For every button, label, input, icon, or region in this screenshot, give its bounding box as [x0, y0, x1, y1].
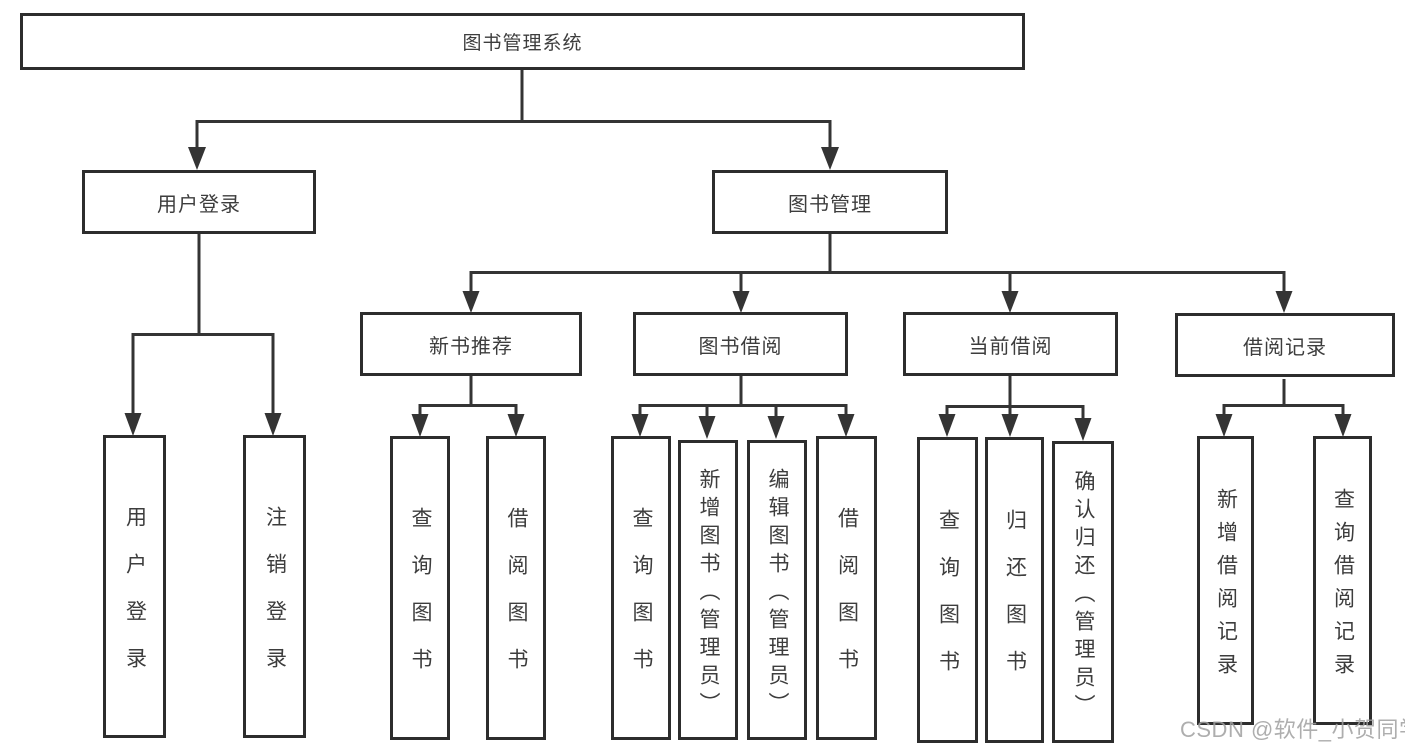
leaf-nb-borrow-book-label: 借阅图书: [505, 507, 528, 695]
node-book-borrow: 图书借阅: [633, 312, 848, 376]
node-book-mgmt-label: 图书管理: [788, 193, 872, 216]
connector-current-borrow: [938, 375, 1092, 441]
leaf-br-add-record: 新增借阅记录: [1197, 436, 1254, 725]
connector-user-login: [124, 233, 282, 436]
leaf-nb-borrow-book: 借阅图书: [486, 436, 546, 740]
node-new-book-rec: 新书推荐: [360, 312, 582, 376]
csdn-watermark: CSDN @软件_小贺同学: [1180, 717, 1405, 742]
leaf-bb-query-book: 查询图书: [611, 436, 671, 740]
leaf-bb-edit-book-label: 编辑图书（管理员）: [766, 467, 789, 720]
leaf-bb-borrow-book-label: 借阅图书: [835, 507, 859, 695]
leaf-logout: 注销登录: [243, 435, 306, 738]
leaf-logout-label: 注销登录: [263, 505, 287, 694]
node-book-borrow-label: 图书借阅: [698, 335, 783, 358]
leaf-bb-add-book: 新增图书（管理员）: [678, 440, 738, 740]
node-book-mgmt: 图书管理: [712, 170, 948, 234]
leaf-cb-query-book-label: 查询图书: [936, 509, 960, 697]
leaf-br-query-record-label: 查询借阅记录: [1331, 487, 1355, 686]
node-user-login-label: 用户登录: [157, 193, 241, 216]
connector-borrow-record: [1215, 379, 1352, 437]
leaf-bb-query-book-label: 查询图书: [630, 507, 653, 695]
leaf-user-login: 用户登录: [103, 435, 166, 738]
node-user-login: 用户登录: [82, 170, 316, 234]
node-new-book-rec-label: 新书推荐: [429, 335, 513, 358]
node-root: 图书管理系统: [20, 13, 1025, 70]
leaf-bb-edit-book: 编辑图书（管理员）: [747, 440, 807, 740]
leaf-br-query-record: 查询借阅记录: [1313, 436, 1372, 725]
node-root-label: 图书管理系统: [462, 33, 583, 54]
leaf-user-login-label: 用户登录: [123, 505, 147, 694]
node-current-borrow: 当前借阅: [903, 312, 1118, 376]
leaf-cb-confirm-return: 确认归还（管理员）: [1052, 441, 1114, 743]
leaf-cb-return-book-label: 归还图书: [1003, 509, 1027, 697]
node-borrow-record: 借阅记录: [1175, 313, 1395, 377]
leaf-nb-query-book: 查询图书: [390, 436, 450, 740]
leaf-cb-query-book: 查询图书: [917, 437, 978, 743]
leaf-bb-add-book-label: 新增图书（管理员）: [697, 467, 720, 720]
connector-new-book-rec: [411, 375, 525, 437]
leaf-bb-borrow-book: 借阅图书: [816, 436, 877, 740]
leaf-br-add-record-label: 新增借阅记录: [1214, 487, 1238, 686]
leaf-nb-query-book-label: 查询图书: [409, 507, 432, 695]
connector-root: [188, 69, 839, 170]
node-current-borrow-label: 当前借阅: [968, 335, 1053, 358]
node-borrow-record-label: 借阅记录: [1243, 336, 1327, 359]
connector-book-mgmt: [462, 233, 1293, 313]
leaf-cb-confirm-return-label: 确认归还（管理员）: [1072, 469, 1095, 722]
leaf-cb-return-book: 归还图书: [985, 437, 1044, 743]
connector-book-borrow: [631, 375, 855, 439]
